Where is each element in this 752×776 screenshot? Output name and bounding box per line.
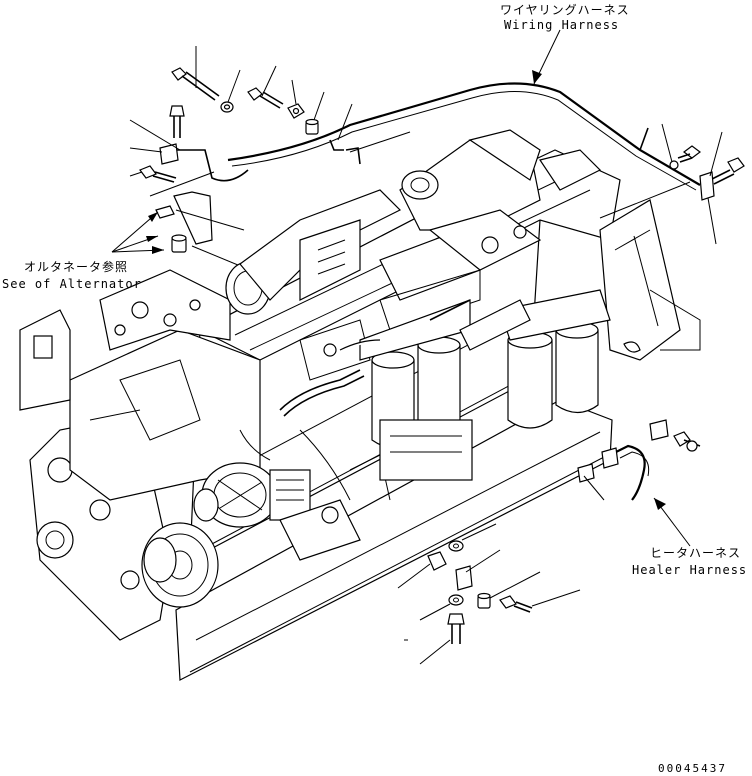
bracket-left [159,143,213,245]
nut-lower [427,551,447,571]
clip-right-upper [699,171,715,201]
alternator-ref-label-jp: オルタネータ参照 [24,259,128,274]
bolt-vertical-left [169,105,185,138]
clip-upper [329,139,361,165]
spacer-upper [305,118,319,135]
heater-harness [577,444,650,501]
intake-manifold [225,189,402,315]
heater-harness-label-jp: ヒータハーネス [650,546,741,560]
wiring-harness-label-jp: ワイヤリングハーネス [500,3,630,17]
clip-lower [455,565,473,591]
bolt-lower-vertical [447,613,465,644]
heater-harness-label-en: Healer Harness [632,563,747,577]
washer-upper [220,101,234,113]
fuel-filter-pair-left [339,299,473,481]
bolt-right-upper-2 [709,157,745,185]
leader-lines [111,29,723,665]
spacer-left [171,234,187,253]
bolt-upper-2 [247,87,284,109]
bolt-right-upper-1 [669,145,701,170]
bolt-upper-1 [171,67,220,101]
engine-mount-plate [19,309,71,411]
nut-upper [287,103,305,119]
fuel-injection-pump [299,209,542,381]
crankshaft-pulley [141,522,219,608]
washer-lower-2 [448,594,464,606]
bolt-lower-horizontal [499,595,533,613]
alternator-ref-label-en: See of Alternator [2,277,142,291]
wiring-harness-label-en: Wiring Harness [504,18,619,32]
oil-filter-pair-right [459,289,611,429]
front-cover-plate [69,269,261,501]
washer-lower-1 [448,540,464,552]
drawing-number: 00045437 [658,762,727,775]
turbocharger [399,129,602,231]
clip-left [155,205,175,219]
starter-area [279,454,391,561]
plug-right [623,341,641,353]
engine-piping [239,299,471,501]
spacer-lower [477,592,491,609]
heater-harness-bracket [649,419,701,452]
wiring-harness-cable [170,82,701,191]
bolt-left-angled [139,165,177,183]
